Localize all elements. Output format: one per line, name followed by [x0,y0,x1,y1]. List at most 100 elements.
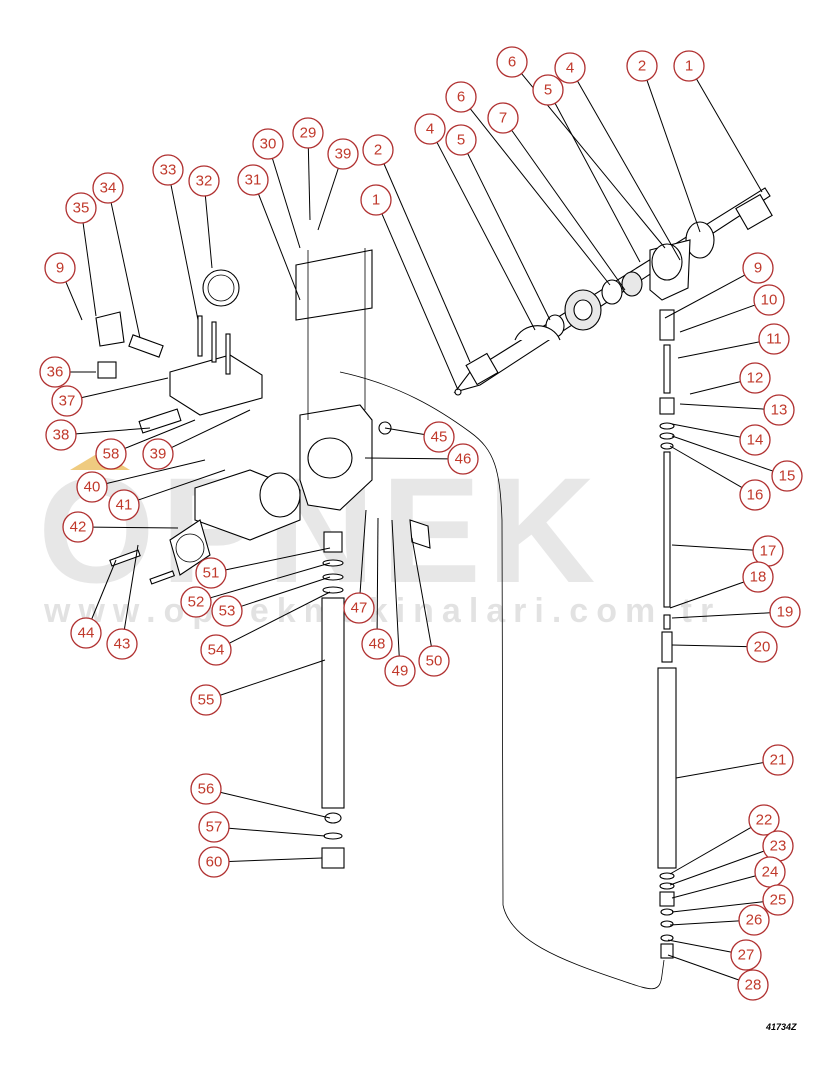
callout-number: 5 [457,132,465,149]
leader-line [671,423,741,438]
callout-number: 48 [369,636,386,653]
bracket-2-left [465,352,499,386]
leader-line [170,184,199,321]
callout-27: 27 [730,939,762,971]
callout-bubble [758,323,790,355]
callout-number: 36 [47,364,64,381]
watermark-url: www.opnekmakinalari.com.tr [43,592,721,630]
callout-4: 4 [554,52,586,84]
leader-line [384,427,425,436]
callout-number: 45 [431,429,448,446]
callout-number: 11 [766,331,782,348]
seal-22 [659,872,675,880]
callout-number: 13 [771,402,788,419]
nut-56 [324,812,342,824]
callout-43: 43 [106,628,138,660]
callout-bubble [739,424,771,456]
leader-line [82,222,97,317]
callout-bubble [384,655,416,687]
center-cylinder-stack [321,531,345,869]
leader-line [669,850,765,886]
callout-number: 20 [754,639,771,656]
callout-50: 50 [418,645,450,677]
callout-49: 49 [384,655,416,687]
inlet-port [307,437,353,479]
callout-number: 35 [73,200,90,217]
callout-number: 58 [103,446,120,463]
washer-16 [660,442,674,450]
callout-34: 34 [92,172,124,204]
leader-line [667,939,732,953]
leader-line [110,202,141,339]
callout-bubble [62,511,94,543]
callout-number: 25 [770,892,787,909]
callout-number: 26 [746,912,763,929]
callout-32: 32 [188,165,220,197]
pump-rod-stack [657,309,677,959]
solenoid-35 [95,311,125,347]
callout-bubble [292,117,324,149]
leader-line [228,827,326,837]
leader-line [271,158,301,249]
callout-number: 2 [374,142,382,159]
arm-shaft-assembly [453,187,773,396]
callout-21: 21 [762,744,794,776]
leader-lines [65,73,773,981]
callout-number: 17 [760,543,777,560]
callout-13: 13 [763,394,795,426]
callout-bubble [51,385,83,417]
leader-line [307,147,311,221]
oring-52 [322,559,344,567]
oring-53 [322,573,344,581]
callout-number: 4 [426,121,434,138]
callout-46: 46 [447,443,479,475]
callout-6: 6 [445,81,477,113]
callout-47: 47 [343,592,375,624]
callout-number: 14 [747,432,764,449]
callout-10: 10 [753,284,785,316]
callout-bubble [742,252,774,284]
callout-bubble [771,460,803,492]
callout-number: 55 [198,692,215,709]
leader-line [577,80,681,261]
washer-6 [601,279,623,305]
callout-bubble [142,438,174,470]
callout-number: 22 [756,812,773,829]
callout-52: 52 [180,586,212,618]
callout-6: 6 [496,46,528,78]
leader-line [91,559,117,620]
valve-manifold [95,269,263,434]
callout-number: 28 [745,977,762,994]
callout-9: 9 [742,252,774,284]
callout-bubble [532,74,564,106]
callout-bubble [418,645,450,677]
callout-number: 15 [779,468,796,485]
callout-bubble [554,52,586,84]
callout-number: 9 [56,260,64,277]
callout-number: 42 [70,519,87,536]
callout-bubble [739,362,771,394]
callout-bubble [343,592,375,624]
callout-39: 39 [142,438,174,470]
spacer-7 [621,271,643,297]
callout-24: 24 [754,856,786,888]
leader-line [671,644,748,648]
rotor-42 [169,519,211,576]
callout-48: 48 [361,628,393,660]
callout-58: 58 [95,438,127,470]
washer-14 [659,422,675,430]
leader-line [75,427,151,435]
watermark: OPNEK www.opnekmakinalari.com.tr [38,446,721,630]
leader-line [317,168,339,231]
callout-number: 7 [499,110,507,127]
washer-57 [323,832,343,840]
callout-bubble [198,811,230,843]
hopper-assembly [295,248,431,549]
callout-18: 18 [742,561,774,593]
callout-29: 29 [292,117,324,149]
leader-line [646,79,701,233]
callout-number: 52 [188,594,205,611]
callout-4: 4 [414,113,446,145]
